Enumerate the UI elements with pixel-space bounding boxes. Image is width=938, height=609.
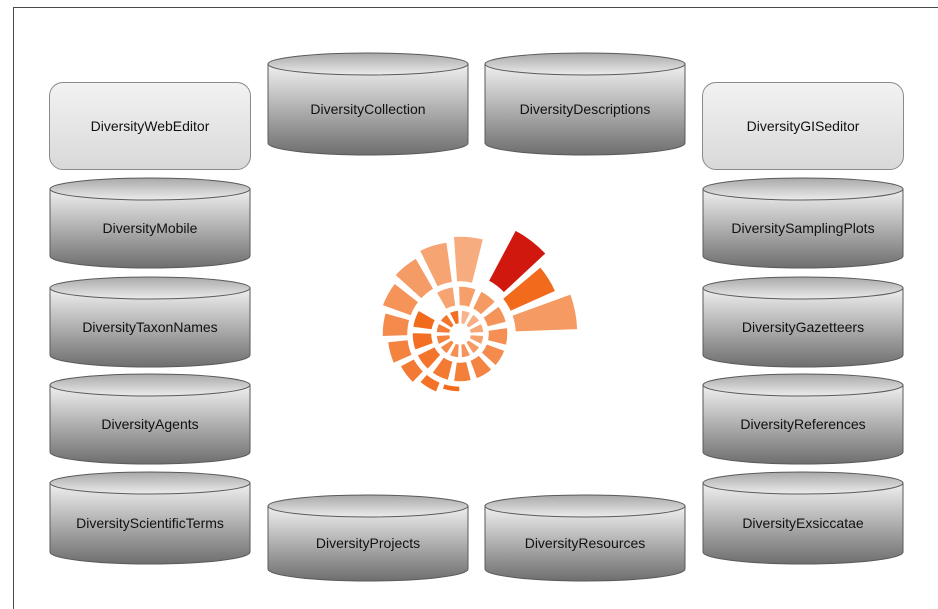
logo-segment: [487, 228, 548, 295]
cylinder-icon: [267, 494, 469, 582]
database-cylinder-resources: DiversityResources: [484, 494, 686, 582]
logo-segment: [481, 304, 508, 329]
database-cylinder-references: DiversityReferences: [702, 373, 904, 465]
spiral-segments-logo-icon: [381, 228, 579, 394]
database-cylinder-taxon-names: DiversityTaxonNames: [49, 276, 251, 368]
logo-segment: [448, 341, 461, 359]
logo-segment: [479, 342, 507, 368]
logo-segment: [452, 235, 485, 285]
diversity-web-editor-label: DiversityWebEditor: [90, 118, 210, 134]
logo-segment: [467, 333, 485, 346]
database-label: DiversityResources: [524, 535, 646, 551]
cylinder-icon: [267, 52, 469, 156]
database-label: DiversityAgents: [101, 416, 199, 432]
database-cylinder-collection: DiversityCollection: [267, 52, 469, 156]
cylinder-icon: [49, 276, 251, 368]
database-cylinder-agents: DiversityAgents: [49, 373, 251, 465]
logo-segment: [459, 309, 472, 327]
database-cylinder-exsiccatae: DiversityExsiccatae: [702, 471, 904, 565]
logo-segment: [434, 285, 457, 311]
logo-segment: [418, 372, 442, 394]
cylinder-icon: [484, 494, 686, 582]
logo-segment: [381, 311, 411, 338]
logo-segment: [441, 382, 461, 393]
logo-segment: [448, 309, 461, 327]
cylinder-icon: [702, 177, 904, 269]
database-label: DiversityTaxonNames: [82, 319, 218, 335]
logo-segment: [471, 289, 497, 317]
cylinder-icon: [49, 177, 251, 269]
logo-segment: [411, 308, 437, 331]
logo-segment: [398, 357, 425, 384]
database-label: DiversityCollection: [310, 101, 426, 117]
logo-segment: [486, 326, 509, 347]
cylinder-icon: [702, 276, 904, 368]
database-cylinder-mobile: DiversityMobile: [49, 177, 251, 269]
database-label: DiversityMobile: [102, 220, 198, 236]
logo-segment: [415, 345, 443, 371]
logo-segment: [435, 333, 453, 346]
logo-segment: [411, 331, 435, 352]
cylinder-icon: [702, 471, 904, 565]
logo-segment: [501, 265, 557, 313]
logo-segment: [457, 285, 478, 309]
database-label: DiversityGazetteers: [741, 319, 865, 335]
database-cylinder-scientific-terms: DiversityScientificTerms: [49, 471, 251, 565]
diversity-gis-editor-box: DiversityGISeditor: [702, 82, 904, 170]
logo-segment: [386, 338, 414, 365]
cylinder-icon: [49, 471, 251, 565]
logo-segment: [452, 360, 473, 383]
database-label: DiversityDescriptions: [519, 101, 651, 117]
database-label: DiversityScientificTerms: [76, 515, 224, 531]
logo-segment: [464, 312, 482, 330]
cylinder-icon: [702, 373, 904, 465]
logo-segment: [459, 341, 472, 359]
database-label: DiversitySamplingPlots: [731, 220, 875, 236]
logo-segment: [468, 353, 494, 381]
cylinder-icon: [484, 52, 686, 156]
database-cylinder-descriptions: DiversityDescriptions: [484, 52, 686, 156]
database-label: DiversityReferences: [740, 416, 866, 432]
logo-segment: [393, 256, 436, 301]
logo-segment: [510, 292, 579, 333]
logo-segment: [467, 322, 485, 335]
logo-segment: [430, 355, 455, 382]
diversity-web-editor-box: DiversityWebEditor: [49, 82, 251, 170]
diversity-gis-editor-label: DiversityGISeditor: [746, 118, 860, 134]
database-cylinder-sampling-plots: DiversitySamplingPlots: [702, 177, 904, 269]
cylinder-icon: [49, 373, 251, 465]
logo-segment: [438, 312, 456, 330]
logo-segment: [438, 338, 456, 356]
logo-segment: [464, 338, 482, 356]
database-label: DiversityExsiccatae: [742, 515, 864, 531]
database-label: DiversityProjects: [315, 535, 421, 551]
logo-segment: [381, 281, 421, 318]
database-cylinder-projects: DiversityProjects: [267, 494, 469, 582]
logo-segment: [418, 241, 454, 289]
logo-segment: [435, 322, 453, 335]
database-cylinder-gazetteers: DiversityGazetteers: [702, 276, 904, 368]
diagram-frame: [13, 7, 938, 609]
